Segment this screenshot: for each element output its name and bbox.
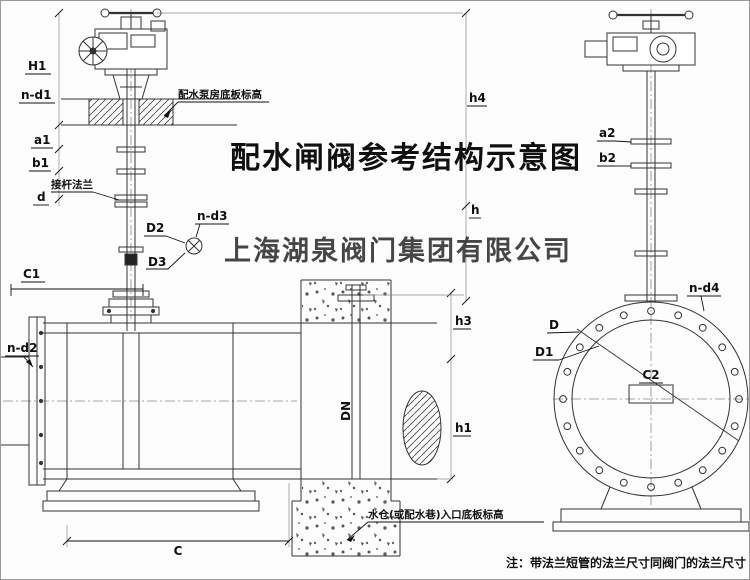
dim-a1: a1 xyxy=(34,133,50,147)
label-pump-floor: 配水泵房底板标高 xyxy=(178,88,262,101)
text-labels: 配水闸阀参考结构示意图 上海湖泉阀门集团有限公司 注：带法兰短管的法兰尺寸同阀门… xyxy=(7,59,746,570)
dim-h4: h4 xyxy=(469,91,486,105)
dim-D1: D1 xyxy=(535,345,553,359)
dim-H1: H1 xyxy=(28,59,46,73)
footnote: 注：带法兰短管的法兰尺寸同阀门的法兰尺寸 xyxy=(506,555,746,570)
left-view xyxy=(1,8,437,512)
dim-D2: D2 xyxy=(146,221,164,235)
dim-C1: C1 xyxy=(23,267,40,281)
dim-C2: C2 xyxy=(642,368,659,382)
dim-n-d2: n-d2 xyxy=(7,341,37,355)
dim-h: h xyxy=(471,203,480,217)
dim-DN: DN xyxy=(339,401,353,421)
dim-n-d4: n-d4 xyxy=(689,281,719,295)
dim-b1: b1 xyxy=(32,156,49,170)
wall-section xyxy=(291,279,442,557)
dim-n-d1: n-d1 xyxy=(21,88,51,102)
dim-h3: h3 xyxy=(455,314,472,328)
dim-d: d xyxy=(37,190,46,204)
dimension-lines xyxy=(5,8,721,547)
label-rod-flange: 接杆法兰 xyxy=(51,178,93,191)
diagram-title: 配水闸阀参考结构示意图 xyxy=(230,141,582,176)
right-view xyxy=(552,9,749,532)
watermark-company-name: 上海湖泉阀门集团有限公司 xyxy=(224,235,572,267)
label-inlet-floor: 水仓(或配水巷)入口底板标高 xyxy=(367,508,504,521)
dim-b2: b2 xyxy=(599,151,616,165)
dim-D: D xyxy=(549,318,559,332)
dim-n-d3: n-d3 xyxy=(197,209,227,223)
dim-C: C xyxy=(174,544,183,558)
dim-D3: D3 xyxy=(148,255,166,269)
dim-h1: h1 xyxy=(455,421,472,435)
dim-a2: a2 xyxy=(599,126,615,140)
